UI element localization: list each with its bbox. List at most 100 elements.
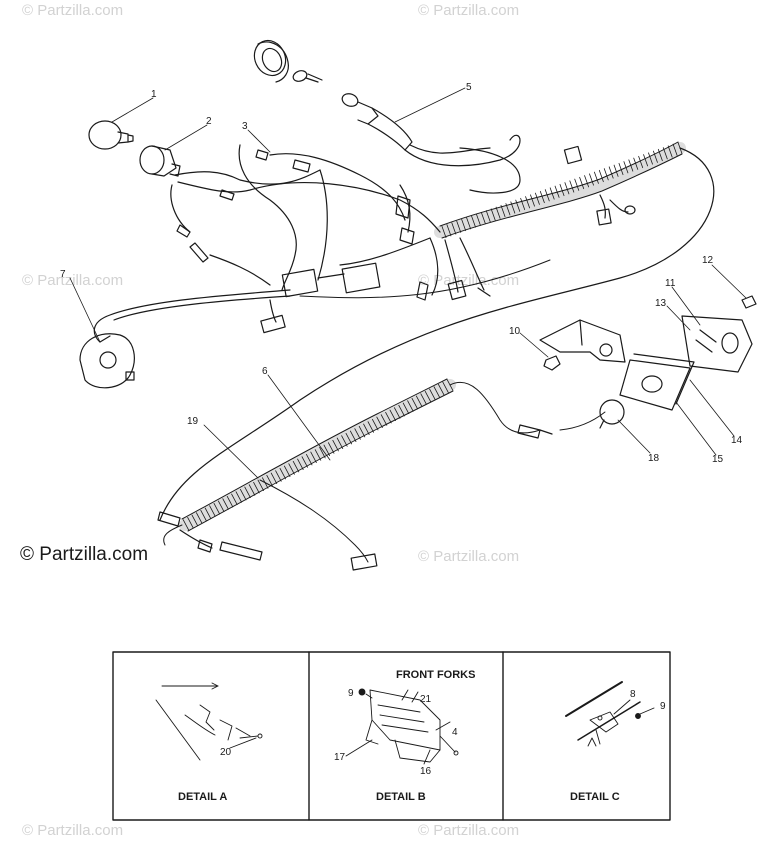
conduit-rib [480,211,486,225]
conduit-rib [461,218,467,232]
callout-3: 3 [242,121,248,132]
conduit-rib [525,196,530,209]
conduit-rib [393,407,401,419]
conduit-rib [327,442,335,454]
callout-1: 1 [151,89,157,100]
conduit-rib [248,484,256,496]
conduit-rib [363,423,370,436]
detail-b-label: DETAIL B [376,791,426,803]
conduit-rib [598,169,604,183]
conduit-rib [667,145,673,158]
multi-pin-connector [260,262,381,334]
conduit-rib [275,470,282,482]
conduit-rib [376,416,383,429]
conduit-rib [279,467,287,480]
conduit-rib [217,500,225,513]
conduit-rib [385,411,392,424]
conduit-upper [434,141,686,239]
detail-c-callout-9: 9 [660,701,666,712]
conduit-rib [226,495,234,508]
bulb-socket [139,145,181,177]
lower-connectors [157,424,553,571]
conduit-rib [485,210,491,223]
watermark: © Partzilla.com [22,272,124,289]
conduit-rib [628,159,634,172]
callout-5: 5 [466,82,472,93]
bullet-connectors [176,149,429,301]
conduit-rib [424,390,432,403]
callout-13: 13 [655,298,667,309]
conduit-rib [549,187,555,200]
detail-c-drawing [565,681,655,747]
conduit-rib [539,190,545,204]
conduit-rib [345,432,353,445]
conduit-rib [323,444,331,457]
conduit-rib [657,148,663,162]
conduit-rib [446,379,454,391]
conduit-rib [349,430,357,443]
wiring-harness-upper [93,144,715,521]
conduit-rib [182,519,190,531]
conduit-rib [420,393,427,405]
conduit-rib [672,143,678,156]
conduit-rib [411,397,419,410]
conduit-rib [613,164,619,177]
conduit-rib [564,182,570,195]
watermark: © Partzilla.com [22,2,124,19]
conduit-rib [535,192,540,205]
conduit-rib [301,456,309,468]
spade-connectors [447,145,636,301]
conduit-rib [442,381,449,394]
detail-b-callout-4: 4 [452,727,458,738]
callout-10: 10 [509,326,521,337]
conduit-rib [231,493,238,506]
watermark: © Partzilla.com [418,548,520,565]
detail-a-callout-20: 20 [220,747,232,758]
conduit-rib [618,162,624,176]
conduit-rib [314,449,322,461]
conduit-rib [510,201,516,214]
conduit-upper-ribs [441,141,683,239]
conduit-rib [398,404,405,417]
watermark: © Partzilla.com [418,272,520,289]
watermark: © Partzilla.com [22,822,124,839]
callout-leaders [69,87,747,479]
conduit-rib [191,514,199,527]
conduit-rib [437,383,445,396]
conduit-rib [623,161,629,174]
conduit-rib [292,460,300,473]
conduit-rib [297,458,304,471]
conduit-rib [662,147,668,160]
conduit-rib [456,220,462,233]
conduit-lower [163,378,606,563]
conduit-rib [446,224,452,237]
watermark: © Partzilla.com [418,2,520,19]
callout-7: 7 [60,269,66,280]
conduit-rib [648,152,653,165]
conduit-rib [608,166,614,179]
conduit-rib [261,477,269,489]
conduit-rib [505,203,511,216]
detail-b-callout-9: 9 [348,688,354,699]
conduit-rib [476,213,481,226]
conduit-rib [195,512,203,524]
conduit-rib [429,388,436,401]
conduit-rib [288,463,295,475]
conduit-rib [638,155,644,169]
conduit-lower-ribs [182,379,454,531]
conduit-rib [371,418,379,431]
callout-18: 18 [648,453,660,464]
callout-6: 6 [262,366,268,377]
conduit-rib [579,176,585,190]
detail-c-callout-8: 8 [630,689,636,700]
conduit-rib [332,439,339,452]
conduit-rib [554,185,560,198]
partzilla-watermark: © Partzilla.com [20,544,149,565]
callout-11: 11 [665,278,676,289]
handlebar-switch [79,333,135,389]
conduit-rib [222,498,229,510]
conduit-rib [358,425,366,438]
conduit-rib [500,204,506,218]
conduit-rib [200,509,207,522]
